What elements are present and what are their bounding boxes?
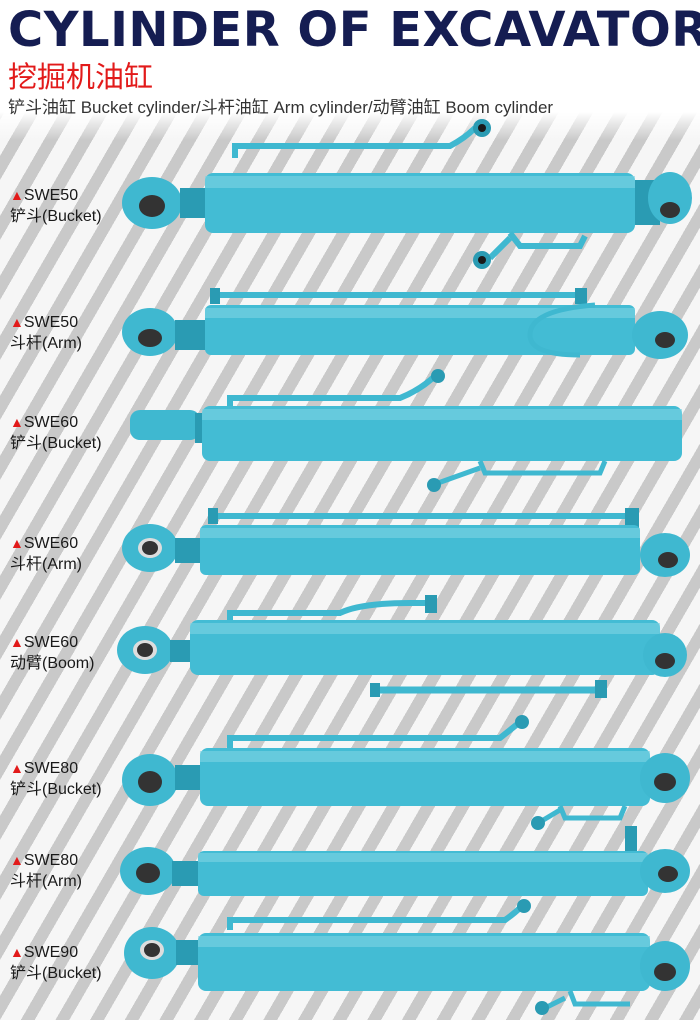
product-label: ▲SWE90 铲斗(Bucket) [10, 944, 102, 982]
page-title: CYLINDER OF EXCAVATOR [8, 2, 700, 58]
red-triangle-icon: ▲ [10, 535, 24, 551]
product-label: ▲SWE60 铲斗(Bucket) [10, 414, 102, 452]
cylinder-types-description: 铲斗油缸 Bucket cylinder/斗杆油缸 Arm cylinder/动… [8, 98, 554, 117]
swe90-bucket-cylinder-image [124, 899, 690, 1015]
red-triangle-icon: ▲ [10, 414, 24, 430]
product-label: ▲SWE80 斗杆(Arm) [10, 852, 82, 890]
swe80-arm-cylinder-image [120, 826, 690, 896]
swe80-bucket-cylinder-image [122, 715, 690, 830]
red-triangle-icon: ▲ [10, 187, 24, 203]
product-label: ▲SWE80 铲斗(Bucket) [10, 760, 102, 798]
swe50-arm-cylinder-image [122, 288, 688, 359]
header-band [0, 0, 700, 140]
product-label: ▲SWE60 动臂(Boom) [10, 634, 95, 672]
red-triangle-icon: ▲ [10, 634, 24, 650]
chinese-title: 挖掘机油缸 [8, 60, 154, 94]
red-triangle-icon: ▲ [10, 314, 24, 330]
swe60-arm-cylinder-image [122, 508, 690, 577]
red-triangle-icon: ▲ [10, 944, 24, 960]
swe50-bucket-cylinder-image [122, 119, 692, 269]
swe60-boom-cylinder-image [117, 595, 687, 698]
product-label: ▲SWE50 铲斗(Bucket) [10, 187, 102, 225]
red-triangle-icon: ▲ [10, 852, 24, 868]
product-label: ▲SWE50 斗杆(Arm) [10, 314, 82, 352]
product-label: ▲SWE60 斗杆(Arm) [10, 535, 82, 573]
swe60-bucket-cylinder-image [130, 369, 682, 492]
red-triangle-icon: ▲ [10, 760, 24, 776]
